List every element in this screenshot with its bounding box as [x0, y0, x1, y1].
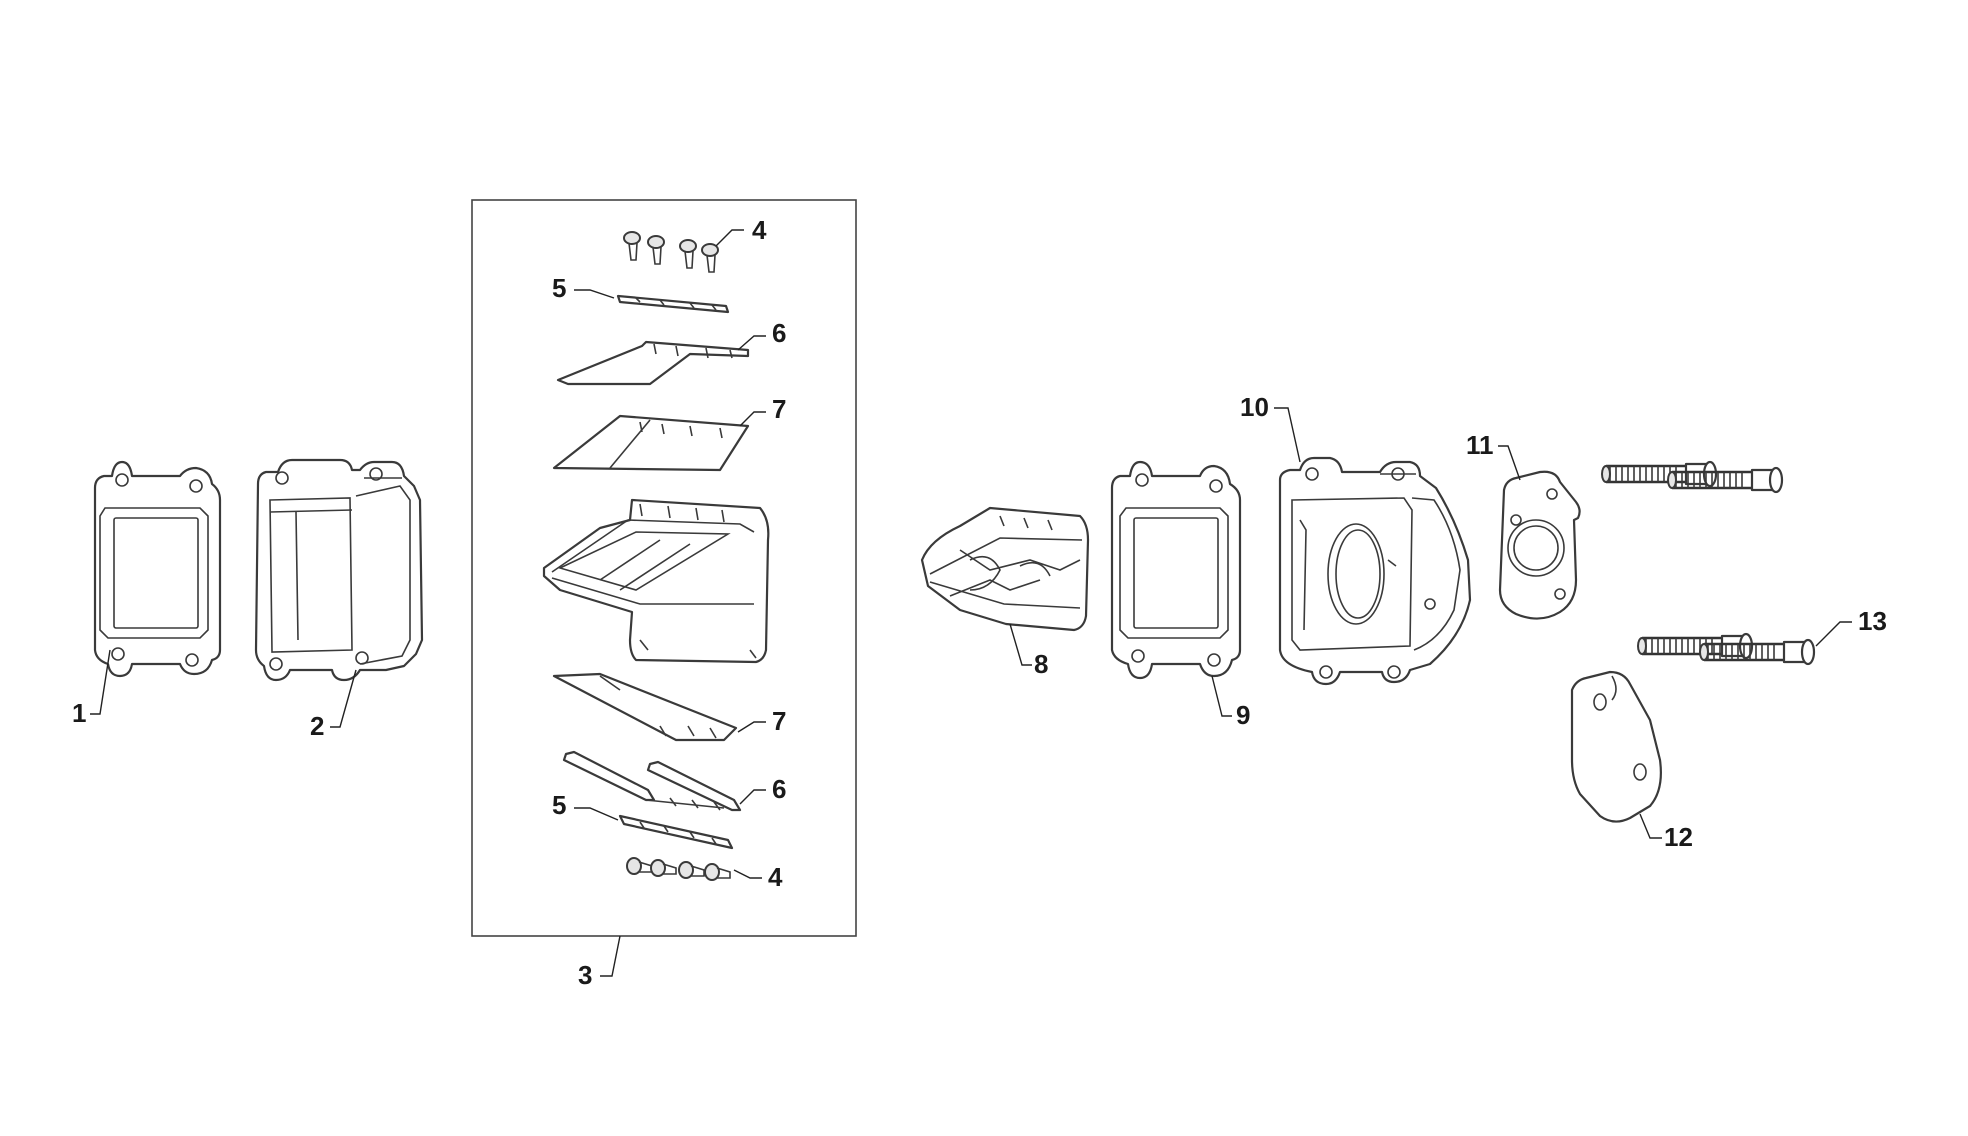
reed-cage [542, 498, 770, 664]
callout-11: 11 [1466, 430, 1521, 481]
svg-text:6: 6 [772, 318, 786, 348]
part-8-reed-cage [920, 506, 1090, 632]
callout-6-bottom: 6 [739, 774, 786, 805]
part-6-stopper-top [556, 340, 750, 386]
svg-text:8: 8 [1034, 649, 1048, 679]
callout-9: 9 [1211, 675, 1250, 730]
part-10-intake-manifold [1278, 456, 1472, 686]
part-9-gasket [1110, 460, 1242, 680]
svg-text:11: 11 [1466, 430, 1494, 460]
svg-text:5: 5 [552, 273, 566, 303]
svg-text:3: 3 [578, 960, 592, 990]
callout-7-top: 7 [739, 394, 786, 427]
svg-text:2: 2 [310, 711, 324, 741]
callout-12: 12 [1639, 813, 1693, 852]
part-2-housing [254, 458, 424, 682]
callout-4-bottom: 4 [733, 862, 783, 892]
part-7-petals-top [552, 414, 750, 472]
svg-text:13: 13 [1858, 606, 1887, 636]
callout-5-top: 5 [552, 273, 615, 303]
kit-group-box [471, 199, 857, 937]
callout-13: 13 [1815, 606, 1887, 647]
svg-text:1: 1 [72, 698, 86, 728]
svg-text:7: 7 [772, 394, 786, 424]
svg-text:4: 4 [768, 862, 783, 892]
part-4-screws-top [623, 231, 719, 273]
part-5-plate-bottom [618, 814, 734, 850]
svg-text:12: 12 [1664, 822, 1693, 852]
svg-text:4: 4 [752, 215, 767, 245]
svg-text:9: 9 [1236, 700, 1250, 730]
part-4-screws-bottom [626, 857, 731, 881]
svg-text:5: 5 [552, 790, 566, 820]
callout-3: 3 [578, 935, 621, 990]
callout-8: 8 [1009, 623, 1048, 679]
part-11-flange-gasket [1498, 470, 1581, 620]
callout-5-bottom: 5 [552, 790, 619, 821]
callout-1: 1 [72, 649, 111, 728]
part-7-petals-bottom [552, 672, 738, 742]
part-1-gasket [93, 460, 222, 678]
callout-4-top: 4 [715, 215, 767, 247]
svg-text:6: 6 [772, 774, 786, 804]
callout-7-bottom: 7 [737, 706, 786, 736]
svg-text:7: 7 [772, 706, 786, 736]
part-5-plate-top [616, 294, 730, 314]
part-13-bolts [1601, 460, 1816, 666]
svg-text:10: 10 [1240, 392, 1269, 422]
callout-10: 10 [1240, 392, 1301, 463]
part-12-cover-plate [1570, 670, 1662, 823]
callout-6-top: 6 [737, 318, 786, 351]
callout-2: 2 [310, 669, 357, 741]
part-6-stopper-bottom [562, 750, 742, 812]
